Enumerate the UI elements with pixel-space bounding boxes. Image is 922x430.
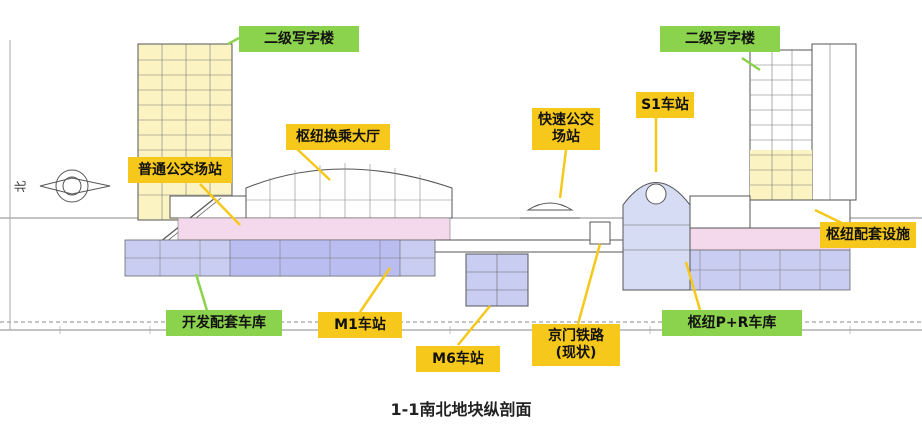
callout-m6-station: M6车站 [416, 346, 500, 372]
transfer-corridor [435, 221, 625, 253]
express-bus-line2: 场站 [552, 129, 580, 145]
right-low-building [689, 195, 751, 229]
callout-office-left: 二级写字楼 [239, 26, 359, 52]
pink-zone-left [177, 217, 451, 241]
callout-m1-station: M1车站 [318, 312, 402, 338]
callout-pr-garage: 枢纽P+R车库 [662, 310, 802, 336]
callout-railway: 京门铁路 (现状) [532, 324, 620, 366]
hub-hall-roof [245, 163, 453, 219]
right-office-tower [749, 43, 857, 201]
callout-express-bus: 快速公交 场站 [532, 108, 600, 150]
m6-station-box [465, 253, 529, 307]
express-bus-canopy [520, 202, 580, 219]
callout-bus-station: 普通公交场站 [128, 157, 232, 183]
callout-s1-station: S1车站 [636, 92, 694, 118]
callout-dev-garage: 开发配套车库 [166, 310, 282, 336]
left-office-tower [137, 43, 233, 221]
callout-office-right: 二级写字楼 [660, 26, 780, 52]
callout-hub-support: 枢纽配套设施 [820, 222, 916, 248]
callout-hub-hall: 枢纽换乘大厅 [286, 124, 390, 150]
railway-line2: (现状) [555, 345, 597, 361]
compass-north-label: 北 [13, 180, 28, 193]
figure-caption: 1-1南北地块纵剖面 [390, 400, 532, 419]
s1-station-dome [622, 182, 691, 291]
express-bus-line1: 快速公交 [538, 112, 594, 129]
railway-line1: 京门铁路 [548, 328, 604, 345]
compass-rose [39, 169, 111, 203]
